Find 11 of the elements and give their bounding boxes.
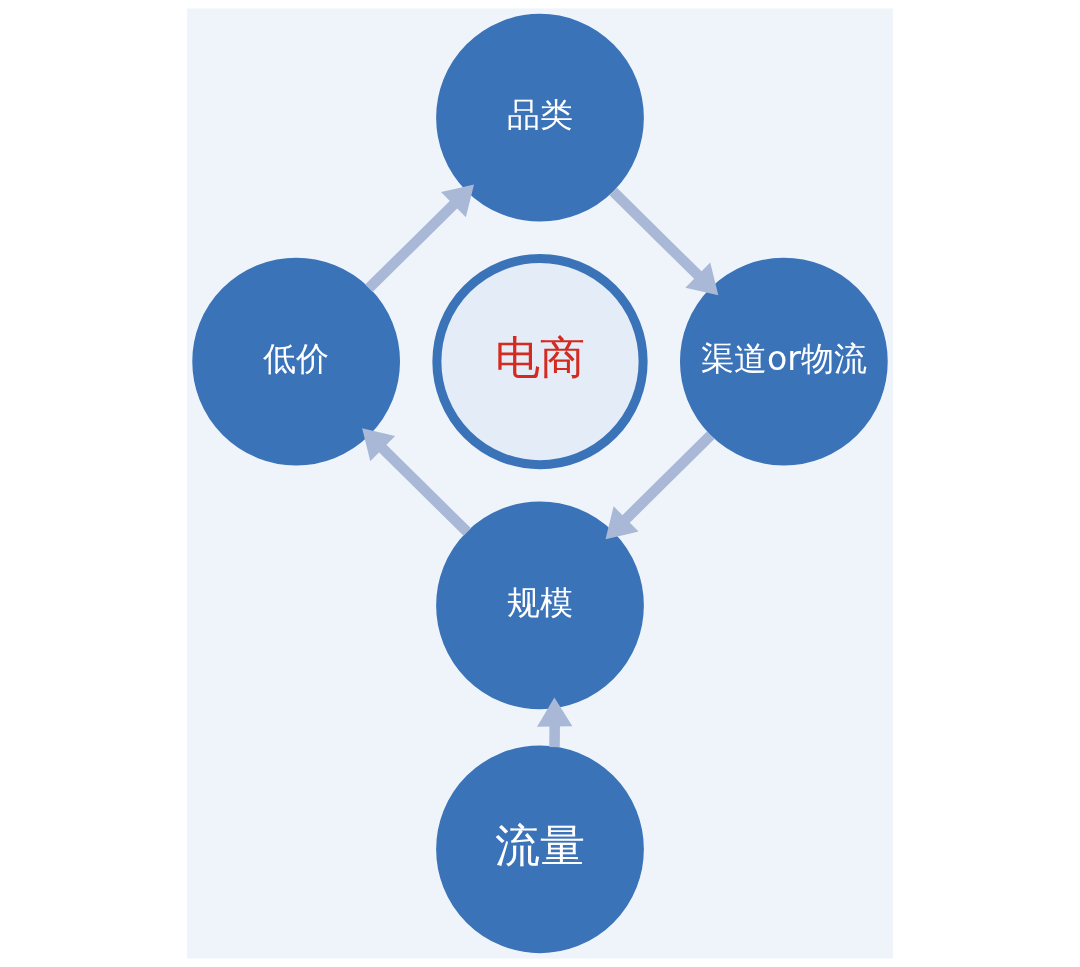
arrow (365, 184, 474, 292)
node-circle: 规模 (436, 501, 644, 710)
arrow (537, 697, 573, 748)
node-circle: 低价 (192, 257, 400, 466)
node-circle: 电商 (432, 253, 648, 470)
node-circle: 渠道or物流 (680, 257, 888, 466)
node-circle: 流量 (436, 745, 644, 954)
arrow (362, 428, 471, 536)
arrow (609, 187, 719, 296)
arrow (605, 431, 715, 540)
node-circle: 品类 (436, 13, 644, 222)
